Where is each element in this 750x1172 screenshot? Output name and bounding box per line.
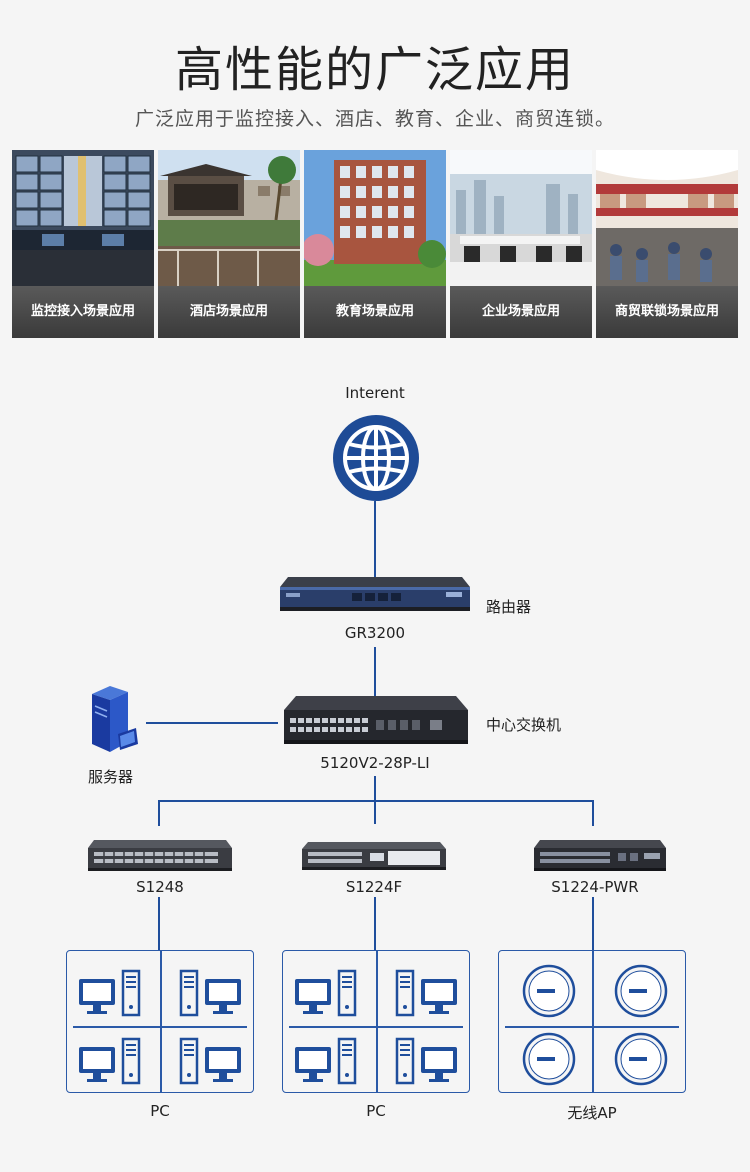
education-scene-image (304, 150, 446, 286)
router-icon (280, 577, 470, 611)
scenario-caption: 教育场景应用 (304, 286, 446, 338)
server-device (84, 686, 142, 761)
link-bus-s1248 (158, 800, 160, 826)
retail-scene-image (596, 150, 738, 286)
page-subtitle: 广泛应用于监控接入、酒店、教育、企业、商贸连锁。 (134, 108, 615, 130)
s1224pwr-model-label: S1224-PWR (551, 878, 639, 896)
endpoint-group-pc-1 (66, 950, 254, 1093)
pc-icon (395, 969, 457, 1017)
wireless-ap-icon (614, 1032, 668, 1086)
scenario-card-enterprise: 企业场景应用 (450, 150, 592, 338)
wireless-ap-icon (614, 964, 668, 1018)
scenario-caption: 监控接入场景应用 (12, 286, 154, 338)
pc-icon (295, 1037, 357, 1085)
scenario-card-retail: 商贸联锁场景应用 (596, 150, 738, 338)
pc-icon (179, 1037, 241, 1085)
endpoint-group-label: PC (150, 1102, 170, 1120)
scenario-card-surveillance: 监控接入场景应用 (12, 150, 154, 338)
pc-icon (79, 1037, 141, 1085)
switch-icon (534, 840, 666, 871)
core-switch-device (284, 696, 468, 751)
link-internet-router (374, 501, 376, 577)
scenario-card-hotel: 酒店场景应用 (158, 150, 300, 338)
s1248-model-label: S1248 (136, 878, 184, 896)
server-label: 服务器 (88, 768, 134, 786)
endpoint-group-pc-2 (282, 950, 470, 1093)
surveillance-scene-image (12, 150, 154, 286)
pc-icon (395, 1037, 457, 1085)
pc-icon (179, 969, 241, 1017)
internet-globe-node (333, 415, 419, 501)
distribution-bus (158, 800, 593, 802)
internet-label: Interent (345, 384, 405, 402)
switch-icon (302, 842, 446, 870)
access-switch-s1224f (302, 842, 446, 875)
core-switch-role-label: 中心交换机 (486, 716, 562, 734)
link-s1224pwr-group (592, 897, 594, 950)
router-device (280, 577, 470, 618)
scenario-caption: 商贸联锁场景应用 (596, 286, 738, 338)
wireless-ap-icon (522, 964, 576, 1018)
access-switch-s1248 (88, 840, 232, 877)
access-switch-s1224pwr (534, 840, 666, 877)
page-title: 高性能的广泛应用 (174, 42, 575, 98)
link-s1248-group (158, 897, 160, 950)
server-icon (92, 686, 138, 752)
wireless-ap-icon (522, 1032, 576, 1086)
enterprise-scene-image (450, 150, 592, 286)
scenario-caption: 酒店场景应用 (158, 286, 300, 338)
link-server-core (146, 722, 278, 724)
router-role-label: 路由器 (486, 598, 532, 616)
link-s1224f-group (374, 897, 376, 950)
endpoint-group-label: PC (366, 1102, 386, 1120)
globe-icon (343, 425, 409, 491)
link-bus-s1224pwr (592, 800, 594, 826)
core-switch-icon (284, 696, 468, 744)
scenario-caption: 企业场景应用 (450, 286, 592, 338)
hotel-scene-image (158, 150, 300, 286)
s1224f-model-label: S1224F (345, 878, 403, 896)
router-model-label: GR3200 (344, 624, 406, 642)
core-switch-model-label: 5120V2-28P-LI (320, 754, 430, 772)
link-router-core (374, 647, 376, 699)
endpoint-group-label: 无线AP (567, 1104, 617, 1122)
pc-icon (295, 969, 357, 1017)
endpoint-group-ap (498, 950, 686, 1093)
pc-icon (79, 969, 141, 1017)
switch-icon (88, 840, 232, 871)
scenario-card-education: 教育场景应用 (304, 150, 446, 338)
